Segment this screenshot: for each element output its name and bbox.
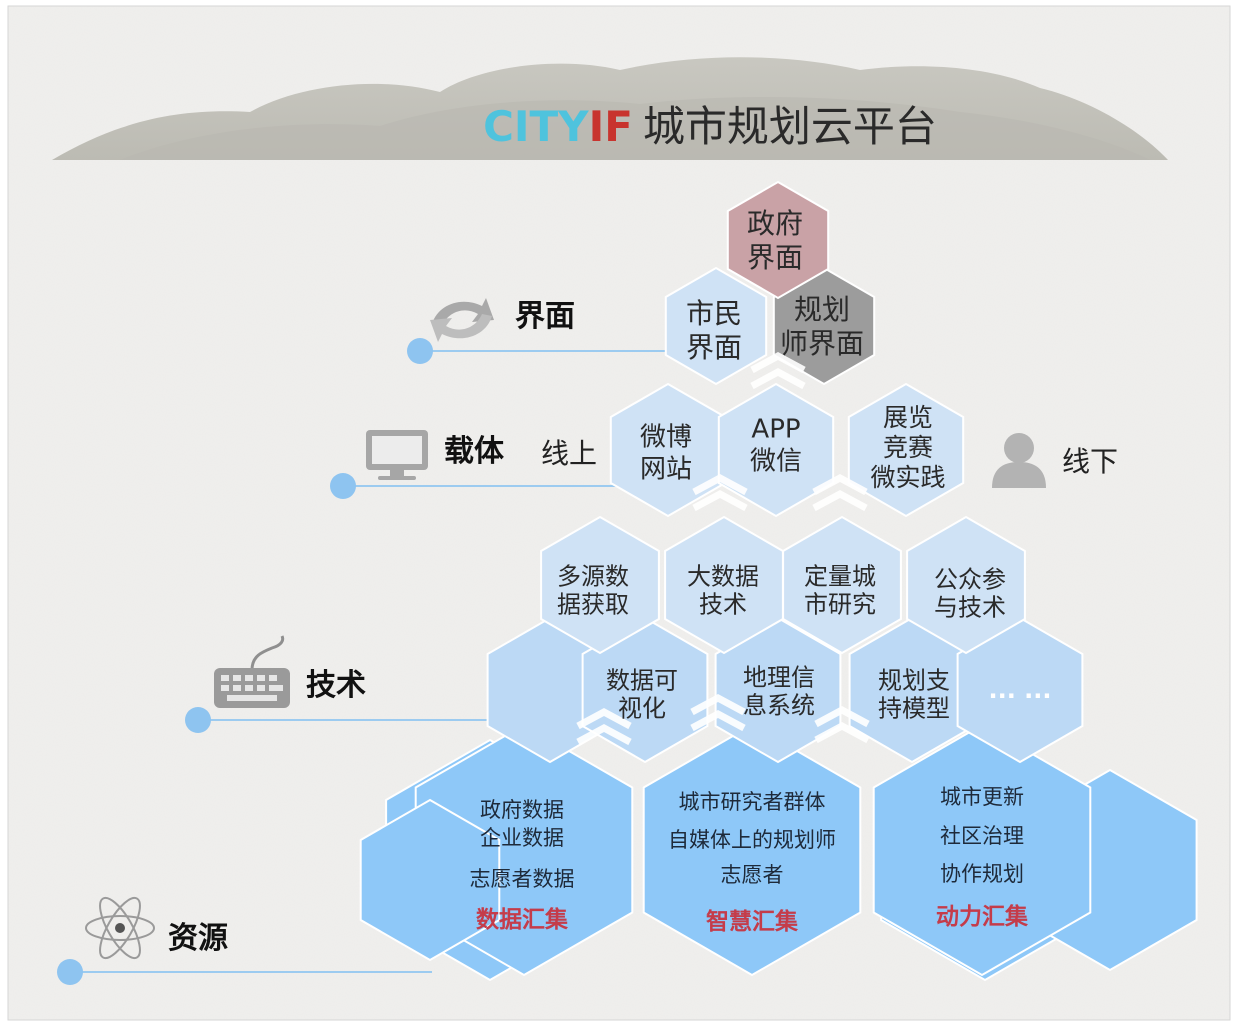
planner-interface-line: 规划 bbox=[794, 293, 850, 326]
tech-row2-1-line: 息系统 bbox=[743, 692, 815, 720]
carrier-app-line: APP bbox=[751, 414, 800, 444]
person-icon bbox=[992, 433, 1046, 488]
tech-row1-0-line: 多源数 bbox=[557, 563, 629, 591]
chevron-carrier-left bbox=[692, 474, 748, 512]
resource-1-caption: 智慧汇集 bbox=[706, 908, 799, 935]
tech-hex-more bbox=[956, 616, 1084, 764]
layer-label-technology: 技术 bbox=[306, 668, 366, 703]
interface-hex-planner bbox=[772, 266, 876, 386]
carrier-hex-exhibit bbox=[847, 382, 965, 518]
resource-1-item: 城市研究者群体 bbox=[679, 790, 826, 814]
online-label: 线上 bbox=[541, 437, 597, 470]
chevron-arrows bbox=[576, 352, 870, 746]
title-brand-if: IF bbox=[589, 102, 633, 151]
refresh-arrows-icon bbox=[430, 298, 494, 342]
carrier-app-line: 微信 bbox=[750, 446, 802, 476]
tech-row1-2-line: 市研究 bbox=[804, 591, 876, 619]
tech-hex-gis bbox=[714, 616, 842, 764]
resource-2-item: 协作规划 bbox=[940, 862, 1024, 886]
resource-1-item: 自媒体上的规划师 bbox=[668, 828, 836, 852]
resource-hex-far-left bbox=[359, 798, 501, 962]
resource-0-item: 志愿者数据 bbox=[470, 867, 575, 891]
tech-row1-3-line: 与技术 bbox=[934, 594, 1006, 622]
chevron-interface bbox=[750, 352, 806, 390]
atom-icon bbox=[85, 896, 155, 960]
tech-row1-1-line: 大数据 bbox=[687, 563, 759, 591]
resource-1-item: 志愿者 bbox=[721, 863, 784, 887]
resource-hex-power bbox=[872, 723, 1092, 977]
resource-2-item: 社区治理 bbox=[940, 824, 1024, 848]
hex-pyramid bbox=[359, 180, 1198, 982]
tech-hex-visualization bbox=[581, 616, 709, 764]
tech-row2-2-line: 规划支 bbox=[878, 667, 950, 695]
citizen-interface-line: 界面 bbox=[686, 331, 742, 364]
chevron-tech-right bbox=[814, 706, 870, 744]
layer-dot-interface bbox=[407, 338, 433, 364]
resource-2-caption: 动力汇集 bbox=[936, 903, 1029, 930]
tech-row1-0-line: 据获取 bbox=[557, 591, 629, 619]
carrier-hex-app bbox=[717, 382, 835, 518]
tech-hex-multisource bbox=[540, 515, 660, 655]
title-main: 城市规划云平台 bbox=[643, 102, 937, 151]
interface-hex-citizen bbox=[664, 266, 768, 386]
layer-dot-technology bbox=[185, 707, 211, 733]
tech-more-ellipsis: ... ... bbox=[988, 676, 1051, 704]
chevron-tech-left bbox=[576, 708, 632, 746]
tech-hex-quantitative bbox=[782, 515, 902, 655]
monitor-icon bbox=[366, 430, 428, 480]
carrier-exhibit-line: 展览 bbox=[883, 403, 933, 432]
interface-hex-government bbox=[726, 180, 830, 300]
tech-row2-0-line: 数据可 bbox=[606, 667, 678, 695]
resource-0-item: 政府数据 bbox=[480, 798, 564, 822]
resource-hex-wisdom bbox=[642, 723, 862, 977]
offline-label: 线下 bbox=[1062, 445, 1118, 478]
carrier-exhibit-line: 微实践 bbox=[870, 463, 945, 492]
layer-label-interface: 界面 bbox=[515, 299, 575, 334]
government-interface-line: 界面 bbox=[747, 241, 803, 274]
citizen-interface-line: 市民 bbox=[686, 297, 742, 330]
tech-row1-2-line: 定量城 bbox=[804, 563, 876, 591]
tech-hex-participation bbox=[906, 515, 1026, 655]
tech-row2-2-line: 持模型 bbox=[878, 695, 950, 723]
chevron-tech-mid bbox=[690, 694, 746, 732]
chevron-carrier-right bbox=[812, 474, 868, 512]
resource-0-item: 企业数据 bbox=[480, 826, 564, 850]
carrier-weibo-line: 网站 bbox=[640, 454, 692, 484]
keyboard-icon bbox=[214, 635, 290, 708]
tech-row2-0-line: 视化 bbox=[618, 695, 666, 723]
layer-label-resource: 资源 bbox=[168, 921, 228, 956]
layer-dot-carrier bbox=[330, 473, 356, 499]
tech-row1-3-line: 公众参 bbox=[934, 566, 1006, 594]
layer-dot-resource bbox=[57, 959, 83, 985]
resource-2-item: 城市更新 bbox=[940, 785, 1024, 809]
carrier-weibo-line: 微博 bbox=[640, 422, 692, 452]
cloud-banner bbox=[52, 57, 1168, 160]
tech-row1-1-line: 技术 bbox=[699, 591, 747, 619]
carrier-exhibit-line: 竞赛 bbox=[883, 433, 933, 462]
planner-interface-line: 师界面 bbox=[780, 327, 864, 360]
layer-label-carrier: 载体 bbox=[444, 434, 505, 469]
tech-row2-1-line: 地理信 bbox=[743, 664, 815, 692]
resource-0-caption: 数据汇集 bbox=[476, 906, 569, 933]
title-brand-city: CITY bbox=[483, 102, 589, 151]
hex-labels: 政府界面市民界面规划师界面微博网站APP微信展览竞赛微实践多源数据获取大数据技术… bbox=[470, 207, 1052, 935]
government-interface-line: 政府 bbox=[747, 207, 803, 240]
layer-connectors bbox=[57, 338, 690, 985]
